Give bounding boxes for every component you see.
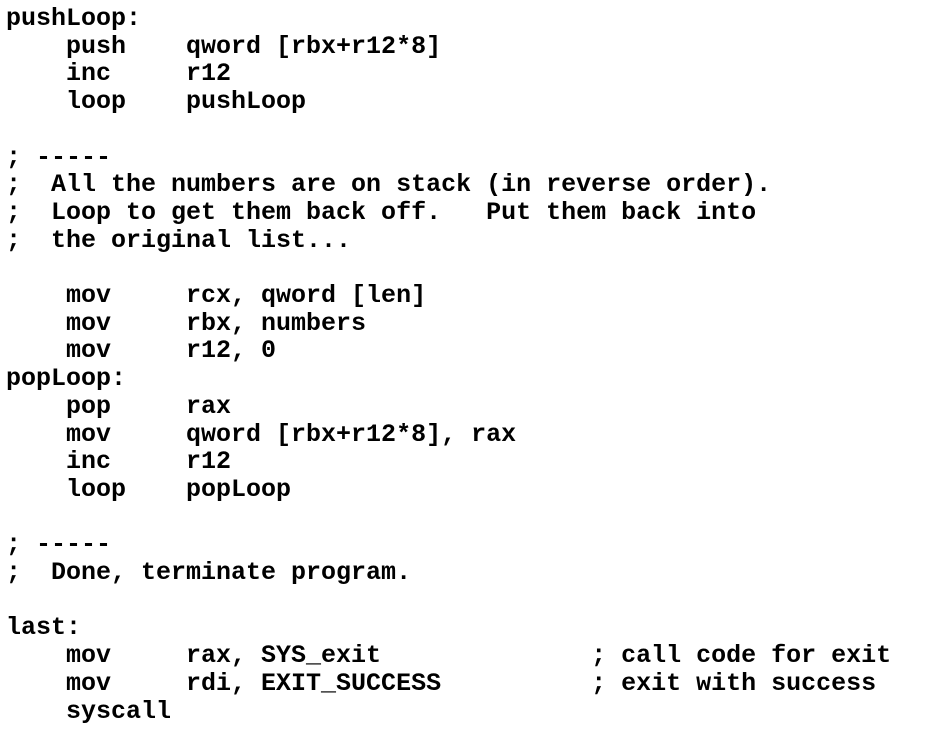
code-line-instruction: pop rax [6,391,232,421]
code-line-instruction: mov rbx, numbers [6,308,367,338]
code-line-instruction: push qword [rbx+r12*8] [6,31,442,61]
code-line-comment: ; Done, terminate program. [6,558,412,588]
code-line-label-pushloop: pushLoop: [6,4,142,33]
code-line-comment: ; Loop to get them back off. Put them ba… [6,197,757,227]
code-line-instruction: loop popLoop [6,474,292,504]
code-line-blank [6,504,935,532]
code-line-label-poploop: popLoop: [6,364,127,394]
code-line-instruction: syscall [6,696,172,726]
code-line-blank [6,116,935,144]
code-line-instruction: mov r12, 0 [6,336,277,366]
code-line-comment-divider: ; ----- [6,530,112,560]
code-line-comment-divider: ; ----- [6,142,112,172]
code-line-instruction: mov rax, SYS_exit ; call code for exit [6,641,892,671]
code-line-blank [6,587,935,615]
code-line-label-last: last: [6,613,82,643]
code-line-instruction: inc r12 [6,59,232,89]
code-line-blank [6,254,935,282]
code-line-instruction: mov rdi, EXIT_SUCCESS ; exit with succes… [6,668,877,698]
code-line-instruction: loop pushLoop [6,87,307,117]
code-listing: pushLoop: push qword [rbx+r12*8] inc r12… [6,4,935,726]
code-line-instruction: inc r12 [6,447,232,477]
code-line-comment: ; All the numbers are on stack (in rever… [6,170,772,200]
code-line-instruction: mov rcx, qword [len] [6,281,427,310]
code-line-instruction: mov qword [rbx+r12*8], rax [6,419,517,449]
code-line-comment: ; the original list... [6,225,352,255]
